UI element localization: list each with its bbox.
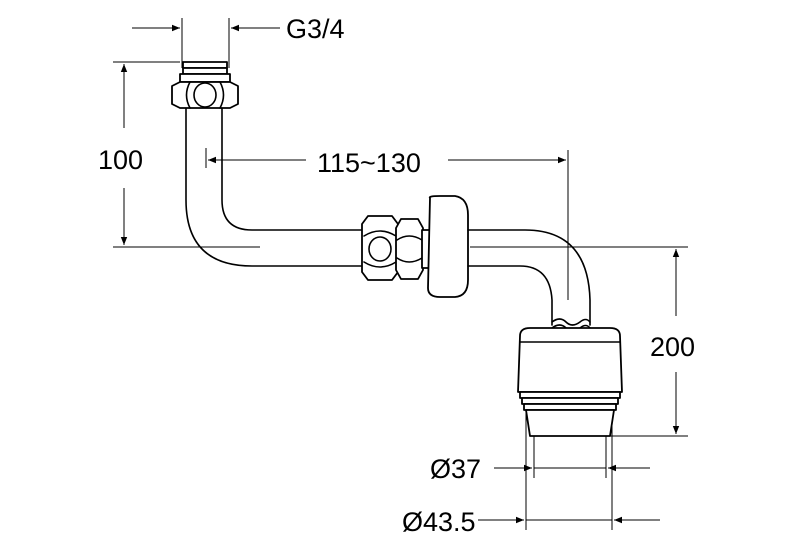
length-horizontal-label: 115~130	[317, 148, 421, 178]
height-vertical-label: 200	[650, 332, 695, 362]
bottom-housing	[517, 327, 623, 437]
dim-height-vertical: 200	[470, 246, 695, 437]
dim-diameter-inner: Ø37	[430, 436, 650, 484]
thread-size-label: G3/4	[286, 14, 345, 44]
dim-length-horizontal: 115~130	[205, 148, 569, 300]
diameter-outer-label: Ø43.5	[402, 507, 476, 537]
diameter-inner-label: Ø37	[430, 454, 481, 484]
height-top-label: 100	[98, 145, 143, 175]
wall-rosette	[427, 195, 469, 298]
middle-fittings	[361, 215, 431, 281]
pipe-right-section	[467, 229, 591, 332]
dim-height-top: 100	[98, 61, 260, 248]
pipe-left-section	[185, 107, 366, 267]
dim-diameter-outer: Ø43.5	[402, 410, 660, 537]
dim-thread: G3/4	[132, 14, 345, 68]
top-fitting	[171, 61, 239, 109]
